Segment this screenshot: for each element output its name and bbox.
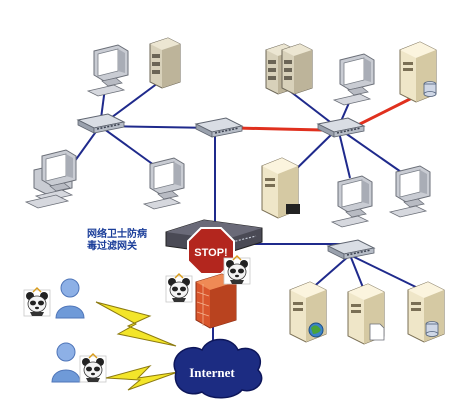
database-server-icon — [407, 281, 445, 343]
workstation-pc-icon — [24, 149, 77, 209]
user-icon — [55, 278, 85, 319]
printer-icon — [286, 204, 300, 214]
server-icon — [281, 43, 313, 95]
link-switch4-server2 — [349, 254, 365, 291]
lightning-icon — [105, 365, 179, 391]
pc-icon — [331, 175, 373, 228]
panda-icon — [223, 255, 251, 285]
user-icon — [51, 342, 81, 383]
highlight-links — [235, 96, 413, 132]
lightning-icon — [95, 301, 177, 347]
pc-icon — [333, 53, 375, 106]
gateway-label: 网络卫士防病 毒过滤网关 — [87, 229, 169, 253]
link-switch4-server3 — [349, 254, 423, 291]
panda-icon — [79, 353, 107, 383]
stop-sign-text: STOP! — [194, 247, 227, 259]
link-switch3-pc2 — [337, 127, 351, 179]
file-server-icon — [347, 283, 385, 345]
link-switch1-pc2 — [99, 125, 159, 169]
switch-icon — [327, 239, 375, 260]
stop-sign-icon: STOP! — [187, 227, 235, 275]
highlight-link-switch2-switch3 — [235, 126, 323, 132]
gateway-label-line2: 毒过滤网关 — [87, 241, 137, 252]
switch-icon — [195, 117, 243, 138]
panda-icon — [23, 287, 51, 317]
pc-icon — [389, 165, 431, 218]
gateway-label-line1: 网络卫士防病 — [87, 229, 147, 240]
web-server-icon — [289, 281, 327, 343]
switch-icon — [317, 117, 365, 138]
highlight-link-switch3-server — [351, 96, 413, 130]
switch-icon — [77, 113, 125, 134]
pc-icon — [87, 44, 129, 97]
firewall-icon — [195, 273, 237, 329]
server-icon — [149, 37, 181, 89]
cloud-icon: Internet — [173, 338, 263, 399]
link-switch3-pc3 — [337, 127, 405, 175]
cloud-label: Internet — [189, 365, 235, 380]
pc-icon — [143, 157, 185, 210]
link-switch4-server1 — [309, 254, 351, 291]
database-server-icon — [399, 41, 437, 103]
panda-icon — [165, 273, 193, 303]
